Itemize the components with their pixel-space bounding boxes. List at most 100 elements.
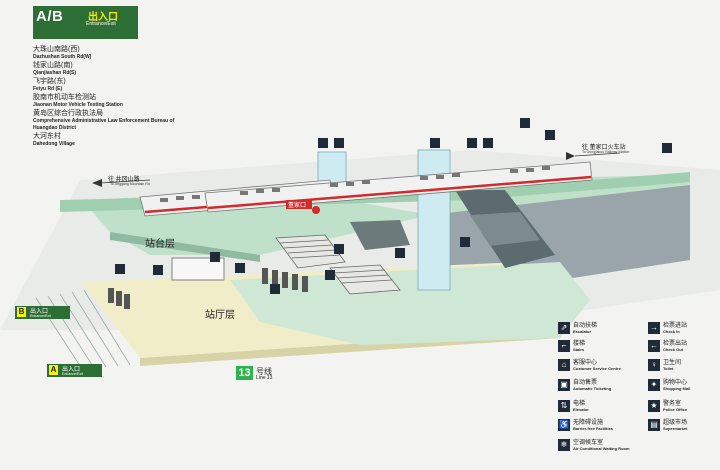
exit-list: 大珠山南路(西) Dazhushan South Rd(W) 钱家山路(南) Q… bbox=[33, 45, 183, 148]
escalator-icon: ⇗ bbox=[558, 322, 570, 334]
icon-tile-1 bbox=[318, 138, 328, 148]
stairs-upper bbox=[275, 234, 346, 269]
legend-label-cn: 自动售票 bbox=[573, 380, 598, 386]
line-label-en: Line 13 bbox=[256, 375, 273, 381]
exit-item-en: Jiaonan Motor Vehicle Testing Station bbox=[33, 102, 123, 108]
icon-tile-11 bbox=[334, 244, 344, 254]
toilet-icon: ♀ bbox=[648, 359, 660, 371]
police-office-icon: ★ bbox=[648, 400, 660, 412]
header-badge-en: Entrance/Exit bbox=[86, 21, 116, 27]
stairs-icon: ⌐ bbox=[558, 340, 570, 352]
shopping-mall-icon: ✦ bbox=[648, 379, 660, 391]
legend-label-en: Customer Service Centre bbox=[573, 366, 621, 371]
exit-item-en: Comprehensive Administrative Law Enforce… bbox=[33, 118, 175, 131]
pillar-center bbox=[417, 149, 451, 291]
exit-item-en: Qianjiashan Rd(S) bbox=[33, 70, 77, 76]
train-sign bbox=[286, 200, 312, 209]
icon-tile-13 bbox=[153, 265, 163, 275]
legend: ⇗ 自动扶梯 Escalator ⌐ 楼梯 Stairs ⌂ 客服中心 Cust… bbox=[558, 322, 718, 462]
icon-tile-9 bbox=[460, 237, 470, 247]
header-badge bbox=[33, 6, 138, 39]
ticket-machines bbox=[108, 288, 130, 309]
legend-label-cn: 检票进站 bbox=[663, 323, 688, 329]
legend-label-cn: 卫生间 bbox=[663, 360, 682, 366]
direction-left-cn: 往 井冈山路 bbox=[108, 177, 140, 183]
legend-label-cn: 楼梯 bbox=[573, 341, 586, 347]
icon-tile-3 bbox=[430, 138, 440, 148]
train-logo bbox=[312, 206, 320, 214]
legend-label-en: Shopping Mall bbox=[663, 386, 691, 391]
direction-right-cn: 往 董家口火车站 bbox=[582, 145, 626, 151]
legend-label-en: Barrier-free Facilities bbox=[573, 426, 614, 431]
ticketing-icon: ▣ bbox=[558, 379, 570, 391]
icon-tile-2 bbox=[334, 138, 344, 148]
train-windows bbox=[160, 166, 550, 202]
entrance-a-en: Entrance/Exit bbox=[62, 372, 83, 376]
entrance-b-cn: 出入口 bbox=[30, 309, 49, 315]
icon-tile-6 bbox=[520, 118, 530, 128]
legend-label-cn: 空调候车室 bbox=[573, 440, 604, 446]
legend-label-cn: 无障碍设施 bbox=[573, 420, 604, 426]
entrance-b-box bbox=[15, 306, 70, 319]
icon-tile-7 bbox=[545, 130, 555, 140]
line-number-badge: 13 bbox=[236, 366, 253, 380]
icon-tile-17 bbox=[270, 284, 280, 294]
exit-item-cn: 大河东村 bbox=[33, 133, 61, 140]
arrow-right bbox=[566, 152, 621, 160]
stairs-lower bbox=[329, 264, 401, 295]
barrier-free-icon: ♿ bbox=[558, 419, 570, 431]
elevator-icon: ⇅ bbox=[558, 400, 570, 412]
entrance-a-letter: A bbox=[49, 365, 58, 375]
icon-tile-16 bbox=[325, 270, 335, 280]
entrance-b-en: Entrance/Exit bbox=[30, 314, 51, 318]
exit-item-cn: 飞宇路(东) bbox=[33, 78, 66, 85]
train-upper bbox=[204, 161, 593, 213]
legend-label-en: Check In bbox=[663, 329, 680, 334]
icon-tile-14 bbox=[210, 252, 220, 262]
entrance-a-box bbox=[47, 364, 102, 377]
exit-item-cn: 钱家山路(南) bbox=[33, 62, 73, 69]
escalator-main bbox=[455, 190, 555, 268]
legend-label-en: Police Office bbox=[663, 407, 688, 412]
exit-item-cn: 黄岛区综合行政执法局 bbox=[33, 110, 103, 117]
legend-label-en: Elevator bbox=[573, 407, 589, 412]
direction-right-en: To Dongjiakou Railway Station bbox=[582, 150, 630, 154]
line-label-cn: 号线 bbox=[256, 367, 272, 376]
entrance-b-letter: B bbox=[17, 307, 26, 317]
icon-tile-10 bbox=[395, 248, 405, 258]
header-badge-label: A/B bbox=[36, 8, 64, 25]
platform-level-label: 站台层 bbox=[145, 239, 175, 250]
exit-item-cn: 胶南市机动车检测站 bbox=[33, 94, 96, 101]
check-out-icon: ← bbox=[648, 340, 660, 352]
legend-label-en: Air Conditional Waiting Room bbox=[573, 446, 630, 451]
arrow-left bbox=[92, 179, 151, 187]
legend-label-en: Toilet bbox=[663, 366, 674, 371]
exit-item-en: Dahedong Village bbox=[33, 141, 75, 147]
legend-label-en: Supermarket bbox=[663, 426, 688, 431]
icon-tile-15 bbox=[235, 263, 245, 273]
icon-tile-4 bbox=[467, 138, 477, 148]
exit-item-en: Feiyu Rd (E) bbox=[33, 86, 63, 92]
service-centre-icon: ⌂ bbox=[558, 359, 570, 371]
legend-label-cn: 电梯 bbox=[573, 401, 586, 407]
icon-tile-12 bbox=[115, 264, 125, 274]
icon-tile-5 bbox=[483, 138, 493, 148]
check-in-icon: → bbox=[648, 322, 660, 334]
train-sign-label: 董家口 bbox=[288, 203, 307, 209]
legend-label-en: Check Out bbox=[663, 347, 684, 352]
icon-tile-8 bbox=[662, 143, 672, 153]
direction-left-en: To Jinggang Mountain Rd bbox=[110, 182, 150, 186]
legend-label-cn: 自动扶梯 bbox=[573, 323, 598, 329]
legend-label-cn: 超级市场 bbox=[663, 420, 688, 426]
legend-label-cn: 检票出站 bbox=[663, 341, 688, 347]
header-badge-cn: 出入口 bbox=[88, 12, 118, 23]
entrance-a-cn: 出入口 bbox=[62, 367, 81, 373]
legend-label-cn: 警务室 bbox=[663, 401, 682, 407]
exit-item-cn: 大珠山南路(西) bbox=[33, 46, 80, 53]
ac-waiting-room-icon: ❄ bbox=[558, 439, 570, 451]
exit-item-en: Dazhushan South Rd(W) bbox=[33, 54, 92, 60]
service-counter bbox=[171, 257, 225, 281]
legend-label-en: Stairs bbox=[573, 347, 585, 352]
legend-label-en: Escalator bbox=[573, 329, 592, 334]
